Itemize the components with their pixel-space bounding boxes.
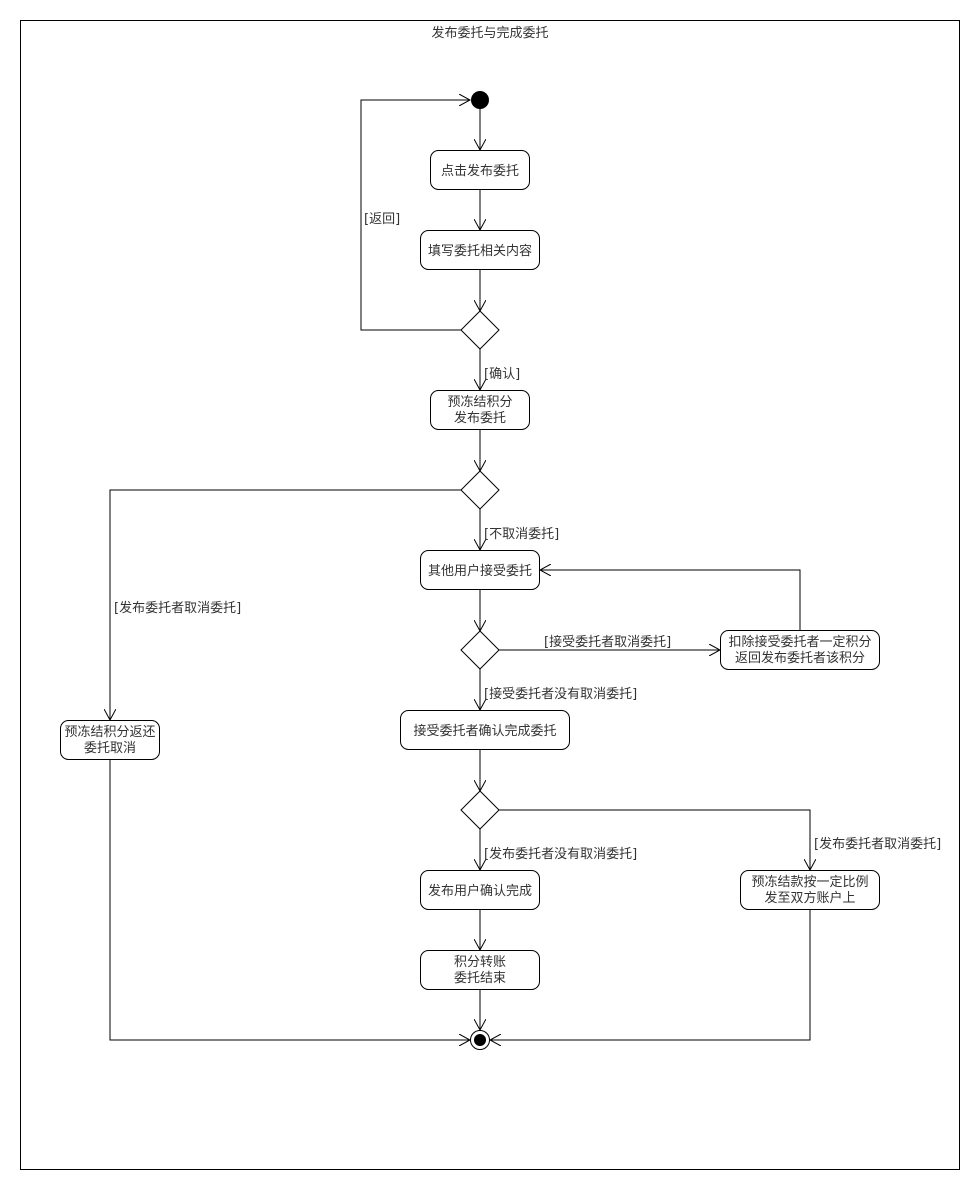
activity-box bbox=[430, 150, 530, 190]
guard-publisher-not-cancel: [发布委托者没有取消委托] bbox=[484, 846, 637, 862]
decision-node-publisher-cancel bbox=[460, 470, 500, 510]
decision-node-publisher-final bbox=[460, 790, 500, 830]
activity-refund-cancel: 预冻结积分返还 委托取消 bbox=[60, 720, 160, 760]
activity-label: 填写委托相关内容 bbox=[428, 243, 532, 259]
edges bbox=[110, 100, 810, 1040]
activity-label: 发布用户确认完成 bbox=[428, 883, 532, 899]
guard-confirm: [确认] bbox=[484, 367, 520, 382]
activity-click-publish: 点击发布委托 bbox=[430, 150, 530, 190]
activity-box bbox=[430, 390, 530, 430]
activity-acceptor-confirm: 接受委托者确认完成委托 bbox=[400, 710, 570, 750]
edge-return-to-accept bbox=[540, 570, 801, 630]
activity-publisher-confirm: 发布用户确认完成 bbox=[420, 870, 540, 910]
activity-box bbox=[60, 720, 160, 760]
edge-split-to-end bbox=[490, 910, 811, 1040]
final-node-dot bbox=[474, 1034, 486, 1046]
edge-publisher-cancel-right bbox=[499, 809, 810, 870]
activity-label: 积分转账 bbox=[454, 955, 506, 970]
guard-publisher-cancel-right: [发布委托者取消委托] bbox=[814, 836, 941, 852]
diagram-frame bbox=[20, 20, 960, 1170]
guard-not-cancel: [不取消委托] bbox=[484, 527, 559, 542]
guard-publisher-cancel-left: [发布委托者取消委托] bbox=[114, 600, 241, 616]
activity-label: 预冻结款按一定比例 bbox=[751, 874, 868, 890]
activity-transfer-end: 积分转账 委托结束 bbox=[420, 950, 540, 990]
edge-refund-to-end bbox=[109, 760, 470, 1040]
edge-back-loop bbox=[360, 100, 470, 331]
activity-box bbox=[420, 230, 540, 270]
activity-label: 其他用户接受委托 bbox=[428, 563, 532, 579]
guard-acceptor-not-cancel: [接受委托者没有取消委托] bbox=[484, 686, 637, 702]
activity-box bbox=[420, 870, 540, 910]
activity-split-funds: 预冻结款按一定比例 发至双方账户上 bbox=[740, 870, 880, 910]
activity-box bbox=[420, 550, 540, 590]
activity-label: 发至双方账户上 bbox=[764, 890, 855, 906]
activity-label: 发布委托 bbox=[454, 410, 506, 426]
edge-publisher-cancel-left bbox=[110, 489, 461, 720]
initial-node bbox=[471, 91, 489, 109]
activity-fill-content: 填写委托相关内容 bbox=[420, 230, 540, 270]
activity-label: 扣除接受委托者一定积分 bbox=[728, 634, 871, 650]
activity-label: 预冻结积分 bbox=[447, 394, 512, 410]
guard-acceptor-cancel: [接受委托者取消委托] bbox=[544, 634, 671, 650]
activity-box bbox=[720, 630, 880, 670]
activity-label: 点击发布委托 bbox=[441, 163, 519, 179]
activity-other-accept: 其他用户接受委托 bbox=[420, 550, 540, 590]
activity-label: 预冻结积分返还 bbox=[64, 724, 155, 740]
activity-deduct-return: 扣除接受委托者一定积分 返回发布委托者该积分 bbox=[720, 630, 880, 670]
guard-back: [返回] bbox=[364, 212, 400, 227]
diagram-title: 发布委托与完成委托 bbox=[431, 25, 548, 41]
decision-node-acceptor-cancel bbox=[460, 630, 500, 670]
decision-node-confirm bbox=[460, 310, 500, 350]
activity-box bbox=[740, 870, 880, 910]
activity-label: 接受委托者确认完成委托 bbox=[413, 723, 556, 739]
activity-box bbox=[400, 710, 570, 750]
final-node bbox=[470, 1030, 490, 1050]
activity-label: 委托取消 bbox=[84, 741, 136, 756]
activity-box bbox=[420, 950, 540, 990]
activity-label: 委托结束 bbox=[454, 971, 506, 986]
activity-label: 返回发布委托者该积分 bbox=[735, 650, 865, 666]
activity-freeze-publish: 预冻结积分 发布委托 bbox=[430, 390, 530, 430]
